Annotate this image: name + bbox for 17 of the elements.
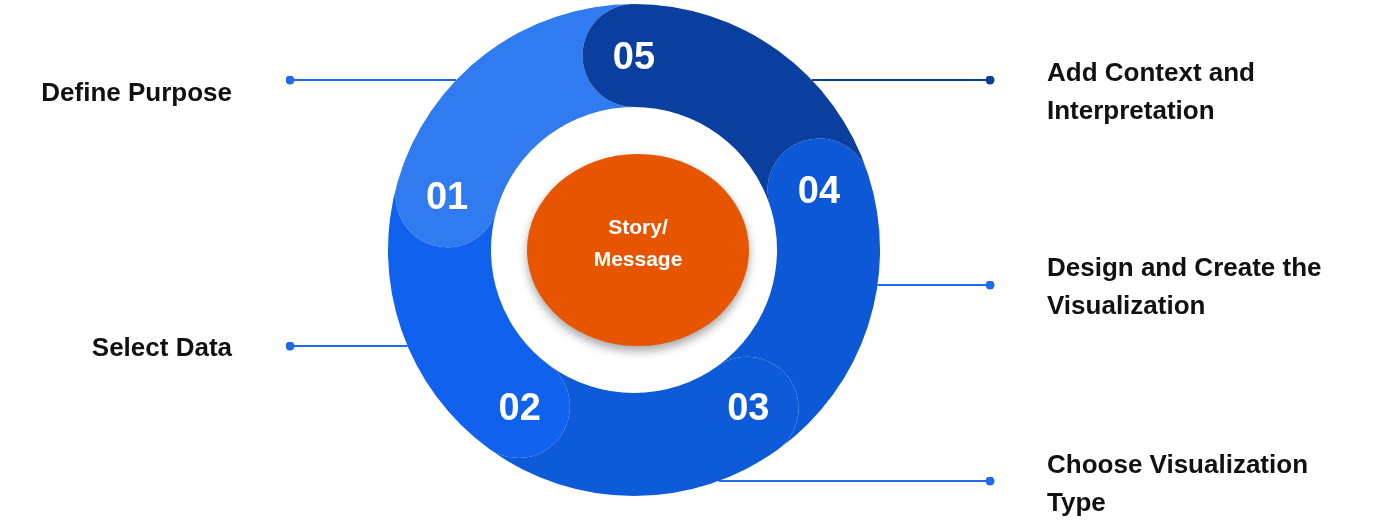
step-label: Design and Create the Visualization bbox=[1047, 251, 1323, 322]
step-number: 05 bbox=[612, 35, 656, 76]
step-label: Add Context and Interpretation bbox=[1047, 56, 1256, 127]
step-label: Choose Visualization Type bbox=[1047, 448, 1309, 519]
step-number: 02 bbox=[498, 387, 541, 428]
step-number: 03 bbox=[727, 387, 770, 428]
step-number: 04 bbox=[797, 169, 841, 210]
step-label: Define Purpose bbox=[41, 76, 232, 109]
step-label: Select Data bbox=[91, 331, 232, 364]
leader-line bbox=[285, 75, 458, 85]
leader-line bbox=[810, 75, 995, 85]
leader-line bbox=[285, 341, 409, 351]
step-number: 01 bbox=[425, 176, 469, 217]
center-ellipse bbox=[527, 154, 749, 346]
leader-line bbox=[717, 476, 995, 486]
leader-line bbox=[876, 280, 995, 290]
center-label: Story/ Message bbox=[592, 214, 684, 272]
